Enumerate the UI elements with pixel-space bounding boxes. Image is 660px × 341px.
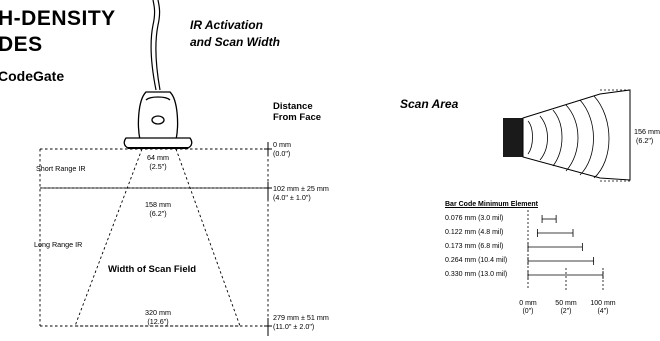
axis-0-mm: 0 mm (519, 300, 537, 307)
distance-1-inch: (4.0" ± 1.0") (273, 193, 311, 202)
axis-2-mm: 100 mm (590, 300, 616, 307)
min-element-axes (527, 210, 604, 290)
distance-heading-line1: Distance (273, 101, 313, 112)
width-2-inch: (12.6") (147, 317, 169, 326)
short-range-label: Short Range IR (36, 164, 86, 173)
scan-area-illustration (503, 89, 631, 182)
min-element-row-2: 0.173 mm (6.8 mil) (445, 243, 504, 250)
min-element-row-4: 0.330 mm (13.0 mil) (445, 271, 508, 278)
distance-heading-line2: From Face (273, 112, 322, 123)
distance-2-inch: (11.0" ± 2.0") (273, 322, 315, 331)
scanner-cable (150, 0, 157, 91)
width-0-inch: (2.5") (149, 162, 167, 171)
distance-0-inch: (0.0") (273, 149, 291, 158)
width-2-mm: 320 mm (145, 308, 171, 317)
distance-1-mm: 102 mm ± 25 mm (273, 184, 329, 193)
title-subtitle: CodeGate (0, 68, 65, 84)
width-0-mm: 64 mm (147, 153, 169, 162)
min-element-row-3: 0.264 mm (10.4 mil) (445, 257, 508, 264)
scan-field-outline (74, 148, 241, 327)
axis-1-mm: 50 mm (555, 300, 577, 307)
axis-0-inch: (0") (522, 308, 534, 315)
width-1-mm: 158 mm (145, 200, 171, 209)
ir-heading-line1: IR Activation (190, 18, 263, 32)
scan-area-heading: Scan Area (400, 97, 459, 111)
min-element-row-0: 0.076 mm (3.0 mil) (445, 215, 504, 222)
distance-0-mm: 0 mm (273, 140, 291, 149)
axis-1-inch: (2") (560, 308, 572, 315)
min-element-heading: Bar Code Minimum Element (445, 201, 538, 208)
min-element-row-1: 0.122 mm (4.8 mil) (445, 229, 504, 236)
title-line1: H-DENSITY (0, 7, 116, 30)
ir-heading-line2: and Scan Width (190, 35, 280, 49)
scanner-icon (123, 91, 193, 149)
scan-area-dim-inch: (6.2") (636, 136, 654, 145)
axis-2-inch: (4") (597, 308, 609, 315)
range-bars (527, 215, 604, 279)
title-line2: DES (0, 33, 43, 56)
distance-2-mm: 279 mm ± 51 mm (273, 313, 329, 322)
width-1-inch: (6.2") (149, 209, 167, 218)
scan-field-label: Width of Scan Field (108, 264, 197, 275)
long-range-label: Long Range IR (34, 240, 83, 249)
scan-area-dim-mm: 156 mm (634, 127, 660, 136)
